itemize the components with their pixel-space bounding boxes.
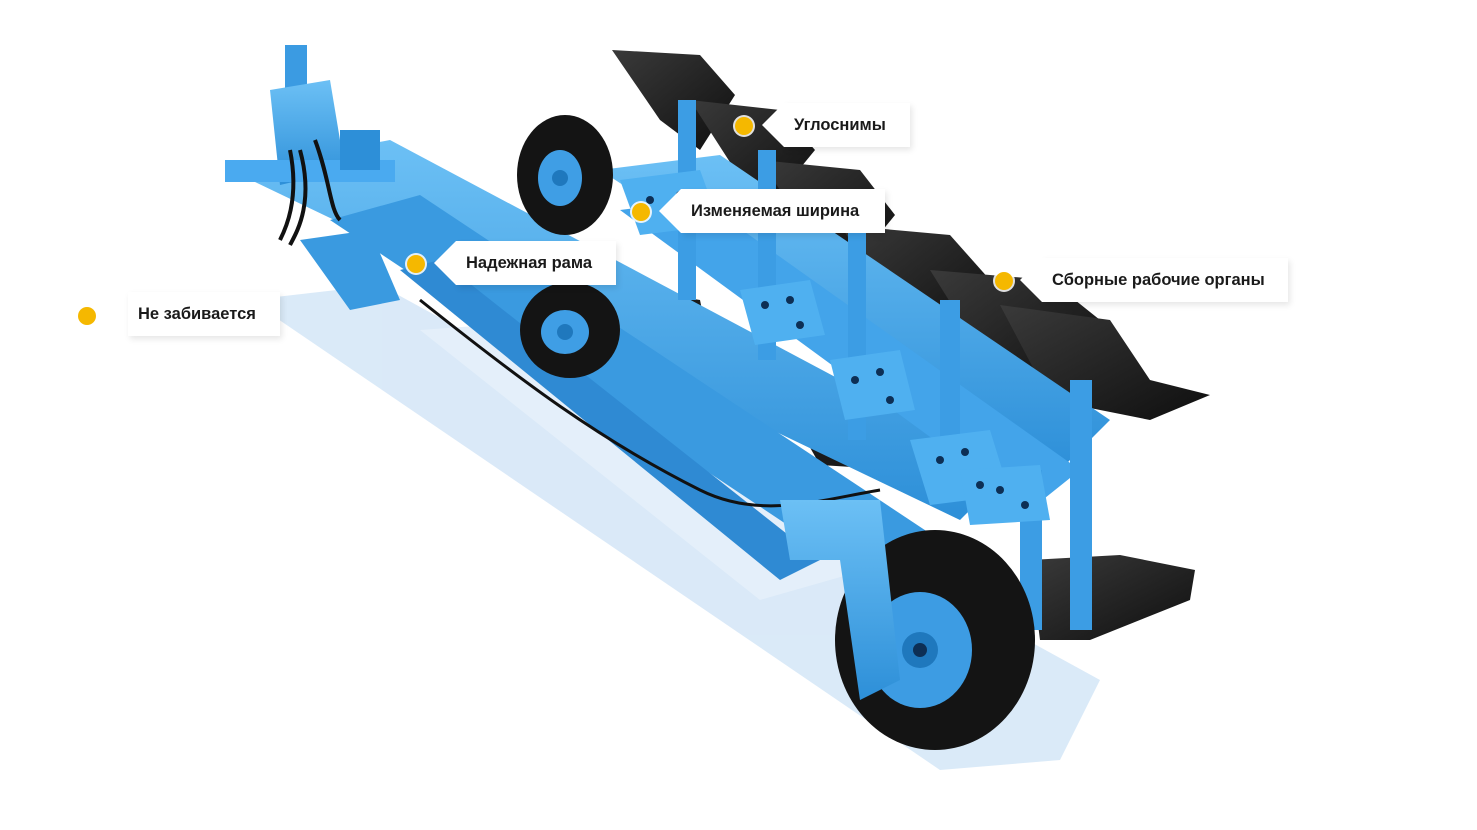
- hotspot-uglosnimy[interactable]: Углоснимы: [734, 103, 910, 149]
- mount-plates: [620, 170, 1050, 525]
- hotspot-marker[interactable]: [407, 255, 425, 273]
- hotspot-label-text: Не забивается: [138, 304, 256, 323]
- hotspot-reliable-frame[interactable]: Надежная рама: [406, 241, 616, 287]
- hotspot-label-text: Сборные рабочие органы: [1052, 270, 1265, 289]
- hitch-assembly: [225, 45, 395, 246]
- hotspot-label[interactable]: Сборные рабочие органы: [1020, 258, 1288, 302]
- hotspot-label[interactable]: Изменяемая ширина: [659, 189, 885, 233]
- hotspot-not-clogging[interactable]: Не забивается: [77, 292, 280, 338]
- hotspot-marker[interactable]: [632, 203, 650, 221]
- hotspot-label-text: Изменяемая ширина: [691, 201, 860, 220]
- rear-wheel-arm: [780, 500, 900, 700]
- hotspot-prefab-working-parts[interactable]: Сборные рабочие органы: [994, 258, 1288, 304]
- hotspot-label[interactable]: Не забивается: [128, 292, 280, 336]
- hotspot-marker[interactable]: [735, 117, 753, 135]
- front-wheel: [517, 115, 613, 235]
- hotspot-label[interactable]: Надежная рама: [434, 241, 616, 285]
- hotspot-marker[interactable]: [78, 307, 96, 325]
- hotspot-variable-width[interactable]: Изменяемая ширина: [631, 189, 885, 235]
- hotspot-label[interactable]: Углоснимы: [762, 103, 910, 147]
- middle-wheel: [520, 282, 620, 378]
- hotspot-label-text: Надежная рама: [466, 253, 592, 272]
- hotspot-label-text: Углоснимы: [794, 115, 886, 134]
- hotspot-marker[interactable]: [995, 272, 1013, 290]
